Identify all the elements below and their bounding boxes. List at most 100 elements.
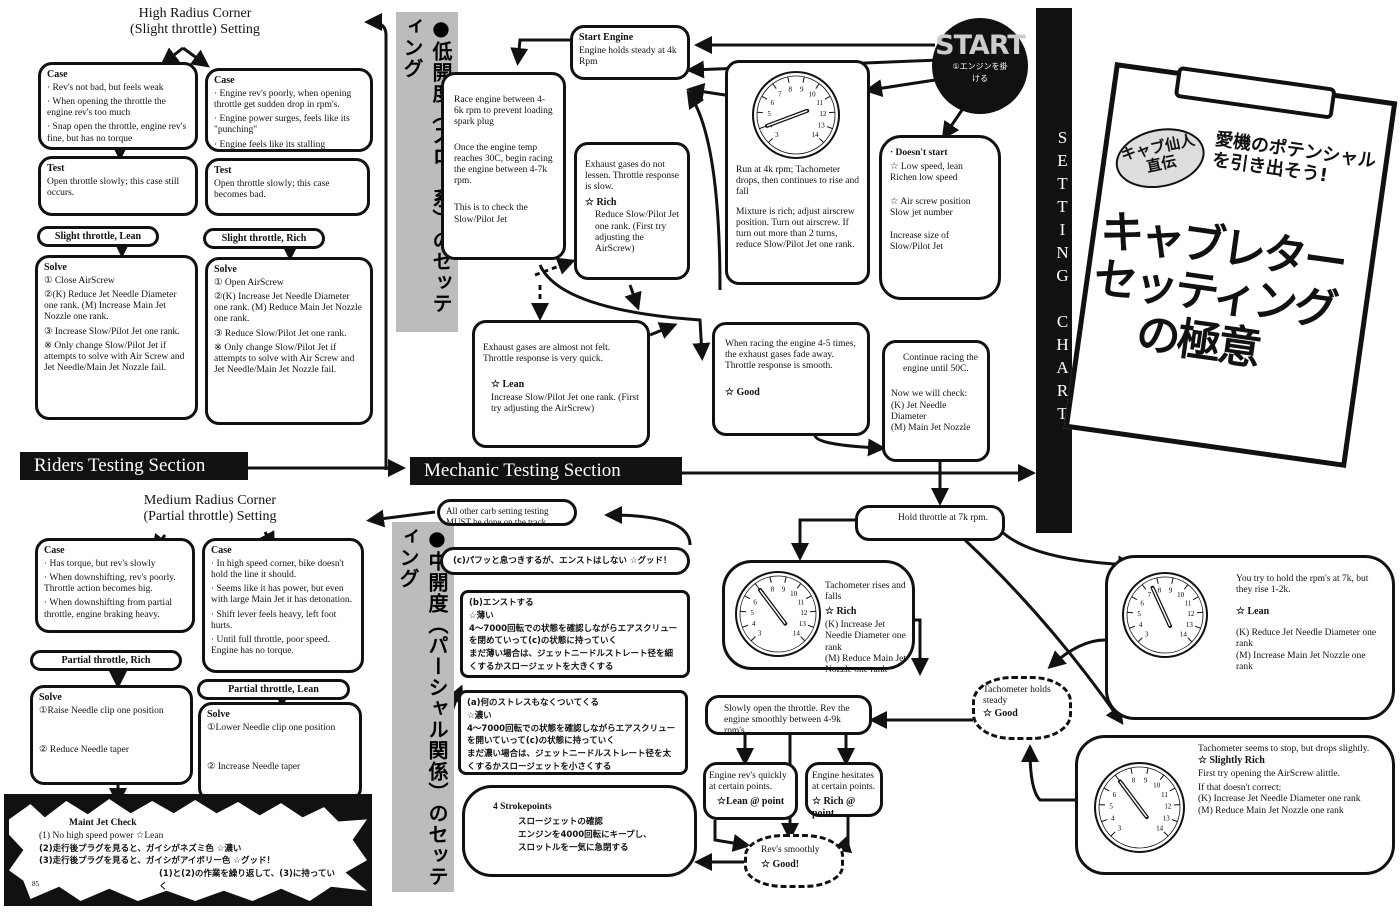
svg-text:9: 9 bbox=[782, 586, 786, 594]
racing-good-box: When racing the engine 4-5 times, the ex… bbox=[712, 322, 870, 436]
continue-m: (M) Main Jet Nozzle bbox=[891, 423, 971, 434]
svg-text:13: 13 bbox=[1163, 814, 1171, 822]
svg-text:14: 14 bbox=[1180, 630, 1188, 638]
svg-text:8: 8 bbox=[771, 586, 775, 594]
test-text: Open throttle slowly; this case still oc… bbox=[47, 176, 180, 198]
quick-text: Engine rev's quickly at certain points. bbox=[709, 771, 787, 793]
svg-text:4: 4 bbox=[1139, 621, 1143, 629]
steady-text: Tachometer holds steady bbox=[983, 685, 1051, 707]
svg-text:3: 3 bbox=[1145, 630, 1149, 638]
svg-text:10: 10 bbox=[809, 90, 817, 98]
b-line: まだ薄い場合は、ジェットニードルストレート径を細くするかスロージェットを大きくす… bbox=[469, 649, 674, 672]
verdict-good: ☆ Good bbox=[725, 386, 760, 398]
svg-text:3: 3 bbox=[758, 629, 762, 637]
clipboard-main-title: キャブレター セッティング の極意 bbox=[1084, 205, 1377, 389]
case-item: · When opening the throttle the engine r… bbox=[47, 97, 166, 119]
continue-k: (K) Jet Needle Diameter bbox=[891, 400, 947, 422]
a-line: まだ濃い場合は、ジェットニードルストレート径を太くするかスロージェットを小さくす… bbox=[467, 749, 672, 772]
hr-test-rich: Test Open throttle slowly; this case bec… bbox=[205, 158, 370, 216]
solve-item: ① Close AirScrew bbox=[44, 275, 115, 286]
case-item: · Has torque, but rev's slowly bbox=[44, 558, 156, 569]
setting-chart-bar: SETTING CHART bbox=[1036, 8, 1072, 533]
hr-solve-rich: Solve ① Open AirScrew ②(K) Increase Jet … bbox=[205, 257, 373, 425]
maint-item: (1) No high speed power ☆Lean bbox=[39, 830, 164, 841]
svg-text:12: 12 bbox=[1164, 802, 1172, 810]
svg-text:7: 7 bbox=[1148, 591, 1152, 599]
exhaust-rich-box: Exhaust gases do not lessen. Throttle re… bbox=[574, 142, 690, 280]
start-sub: ①エンジンを掛ける bbox=[952, 62, 1008, 83]
clipboard-illustration: キャブ仙人直伝 愛機のポテンシャルを引き出そう! キャブレター セッティング の… bbox=[1063, 61, 1398, 469]
four-strokepoints: 4 Strokepoints スロージェットの確認 エンジンを4000回転にキー… bbox=[462, 785, 697, 877]
svg-text:8: 8 bbox=[1132, 777, 1136, 785]
svg-text:5: 5 bbox=[1137, 610, 1141, 618]
b-line: (b)エンストする bbox=[469, 598, 534, 608]
start-engine-title: Start Engine bbox=[579, 32, 634, 43]
verdict-lean: ☆ Lean bbox=[491, 379, 525, 391]
svg-text:6: 6 bbox=[1140, 600, 1144, 608]
stroke-line: スロージェットの確認 bbox=[518, 817, 603, 828]
maint-title: Maint Jet Check bbox=[69, 818, 137, 828]
start-engine-box: Start Engine Engine holds steady at 4k R… bbox=[570, 25, 690, 80]
case-label: Case bbox=[47, 69, 68, 80]
exhaust-text: Exhaust gases do not lessen. Throttle re… bbox=[585, 160, 680, 193]
svg-text:14: 14 bbox=[793, 629, 801, 637]
case-item: · Engine feels like its stalling bbox=[214, 139, 326, 150]
b-line: ☆薄い bbox=[469, 610, 494, 621]
svg-text:11: 11 bbox=[797, 599, 804, 607]
svg-text:13: 13 bbox=[1186, 621, 1194, 629]
svg-text:12: 12 bbox=[800, 609, 808, 617]
case-item: · When downshifting from partial throttl… bbox=[44, 598, 173, 620]
title-line: Medium Radius Corner bbox=[143, 493, 277, 508]
mechanic-testing-section: Mechanic Testing Section bbox=[410, 457, 682, 485]
tach-text: Tachometer rises and falls bbox=[825, 581, 906, 603]
svg-text:11: 11 bbox=[816, 99, 823, 107]
svg-text:5: 5 bbox=[750, 609, 754, 617]
svg-text:10: 10 bbox=[1177, 591, 1185, 599]
hesitates-box: Engine hesitates at certain points. ☆ Ri… bbox=[805, 762, 883, 820]
ds-text: ☆ Low speed, lean Richen low speed bbox=[890, 162, 963, 184]
continue-box: Continue racing the engine until 50C. No… bbox=[882, 340, 990, 462]
tach-text: Mixture is rich; adjust airscrew positio… bbox=[736, 206, 855, 251]
hr-solve-lean: Solve ① Close AirScrew ②(K) Reduce Jet N… bbox=[35, 255, 198, 420]
fix-k: (K) Increase Jet Needle Diameter one ran… bbox=[1198, 794, 1361, 805]
verdict-rich: ☆ Rich bbox=[585, 196, 617, 208]
mr-solve-lean: Solve ①Lower Needle clip one position ② … bbox=[198, 702, 362, 802]
race-text: This is to check the Slow/Pilot Jet bbox=[454, 203, 528, 225]
svg-text:10: 10 bbox=[790, 590, 798, 598]
a-line: ☆濃い bbox=[467, 710, 492, 721]
revs-quickly-box: Engine rev's quickly at certain points. … bbox=[703, 762, 798, 820]
svg-text:9: 9 bbox=[1169, 587, 1173, 595]
start-label: START bbox=[935, 30, 1026, 61]
title-line: High Radius Corner bbox=[138, 6, 252, 21]
race-engine-box: Race engine between 4-6k rpm to prevent … bbox=[441, 72, 566, 260]
test-label: Test bbox=[47, 163, 65, 174]
svg-text:9: 9 bbox=[1144, 777, 1148, 785]
high-radius-title: High Radius Corner (Slight throttle) Set… bbox=[95, 6, 295, 38]
b-box: (b)エンストする ☆薄い 4～7000回転での状態を確認しながらエアスクリュー… bbox=[460, 590, 690, 678]
case-item: · Until full throttle, poor speed. Engin… bbox=[211, 635, 330, 657]
hr-case-rich: Case · Engine rev's poorly, when opening… bbox=[205, 68, 373, 152]
solve-item: ※ Only change Slow/Pilot Jet if attempts… bbox=[44, 340, 185, 374]
test-text: Open throttle slowly; this case becomes … bbox=[214, 178, 330, 200]
a-box: (a)何のストレスもなくついてくる ☆濃い 4～7000回転での状態を確認しなが… bbox=[458, 690, 688, 775]
case-item: · Seems like it has power, but even with… bbox=[211, 584, 352, 606]
svg-text:14: 14 bbox=[812, 131, 820, 139]
ds-text: · Doesn't start bbox=[890, 148, 948, 158]
solve-label: Solve bbox=[44, 262, 67, 273]
svg-text:3: 3 bbox=[775, 131, 779, 139]
revs-smoothly-cloud: Rev's smoothly ☆ Good! bbox=[744, 834, 844, 888]
exhaust-text: Exhaust gases are almost not felt. Throt… bbox=[483, 343, 611, 365]
case-item: · Engine power surges, feels like its "p… bbox=[214, 114, 350, 136]
solve-item: ②(K) Increase Jet Needle Diameter one ra… bbox=[214, 292, 362, 325]
svg-text:11: 11 bbox=[1184, 600, 1191, 608]
mr-solve-rich: Solve ①Raise Needle clip one position ② … bbox=[30, 685, 193, 785]
maint-item: (1)と(2)の作業を繰り返して、(3)に持っていく bbox=[159, 869, 335, 892]
badge-ellipse: キャブ仙人直伝 bbox=[1110, 120, 1211, 196]
case-label: Case bbox=[44, 545, 65, 556]
verdict-rich-point: ☆ Rich @ point bbox=[812, 796, 856, 820]
verdict-good: ☆ Good! bbox=[761, 859, 800, 871]
